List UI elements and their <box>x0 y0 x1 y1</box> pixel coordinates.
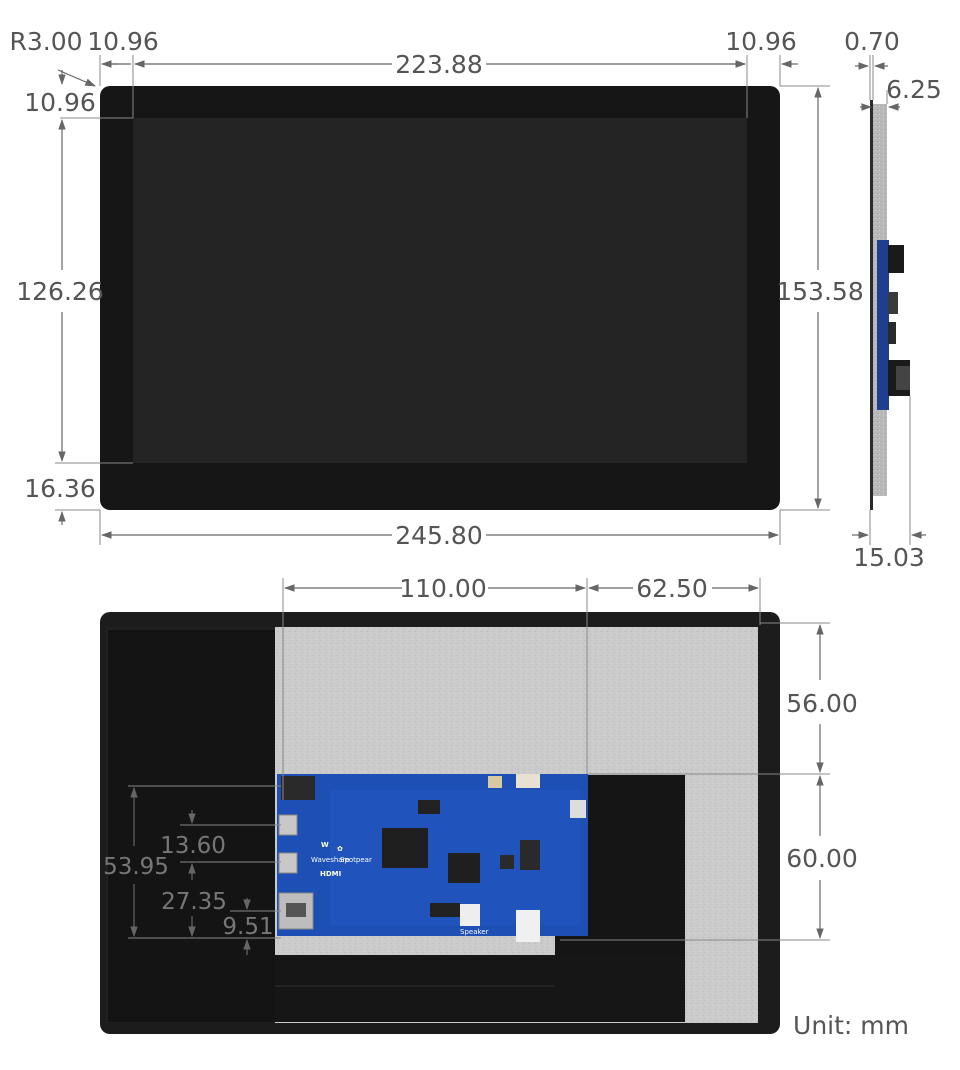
usb-port-1 <box>278 814 298 836</box>
dim-outer-width: 245.80 <box>395 521 482 550</box>
dim-glass-thickness: 0.70 <box>844 27 900 56</box>
back-tape-left <box>108 630 275 1022</box>
side-pcb <box>877 240 889 410</box>
dim-board-height: 60.00 <box>786 844 858 873</box>
fpc-connector <box>570 800 586 818</box>
power-button <box>488 776 502 788</box>
dim-board-offset-top: 56.00 <box>786 689 858 718</box>
svg-text:W: W <box>321 841 329 849</box>
side-connector-1 <box>888 245 904 273</box>
dim-bezel-top: 10.96 <box>24 88 96 117</box>
unit-label: Unit: mm <box>793 1011 909 1040</box>
pcb-brand-1: Waveshare <box>311 856 350 864</box>
secondary-chip <box>448 853 480 883</box>
dim-hdmi-offset: 9.51 <box>222 914 273 940</box>
small-chip-2 <box>430 903 460 917</box>
dim-port-1-offset: 13.60 <box>160 833 226 859</box>
dim-bezel-right: 10.96 <box>725 27 797 56</box>
lcd-active-area <box>133 118 747 463</box>
usb-port-2 <box>278 852 298 874</box>
hdmi-port <box>278 892 314 930</box>
back-tape-bottom <box>275 955 685 1022</box>
front-view: 223.88 10.96 10.96 R3.00 10.96 126.26 16… <box>9 27 863 550</box>
dim-board-offset-right: 62.50 <box>636 574 708 603</box>
small-chip-1 <box>418 800 440 814</box>
side-glass <box>870 100 873 510</box>
dim-board-width: 110.00 <box>399 574 486 603</box>
side-connector-3 <box>888 322 896 344</box>
dim-bezel-bottom: 16.36 <box>24 474 96 503</box>
ribbon-connector <box>516 910 540 942</box>
dim-active-height: 126.26 <box>16 277 103 306</box>
top-connector <box>516 774 540 788</box>
pcb-brand-2: Spotpear <box>340 856 372 864</box>
back-view: W ✿ Waveshare Spotpear HDMI Speaker 110.… <box>100 574 858 1034</box>
dim-port-span: 53.95 <box>103 854 169 880</box>
dim-panel-thickness: 6.25 <box>886 75 942 104</box>
dim-outer-height: 153.58 <box>776 277 863 306</box>
pcb-hdmi-label: HDMI <box>320 870 341 878</box>
pcb-logo: W ✿ <box>321 841 343 853</box>
speaker-connector <box>460 904 480 926</box>
svg-text:✿: ✿ <box>337 845 343 853</box>
dim-port-2-offset: 27.35 <box>161 889 227 915</box>
side-view: 0.70 6.25 15.03 <box>844 27 942 572</box>
jack-connector <box>281 776 315 800</box>
dim-active-width: 223.88 <box>395 50 482 79</box>
side-connector-2 <box>888 292 898 314</box>
dim-corner-radius: R3.00 <box>9 27 82 56</box>
dim-total-depth: 15.03 <box>853 543 925 572</box>
main-chip <box>382 828 428 868</box>
pcb-speaker-label: Speaker <box>460 928 489 936</box>
dim-bezel-left: 10.96 <box>87 27 159 56</box>
small-chip-3 <box>500 855 514 869</box>
small-chip-4 <box>520 840 540 870</box>
